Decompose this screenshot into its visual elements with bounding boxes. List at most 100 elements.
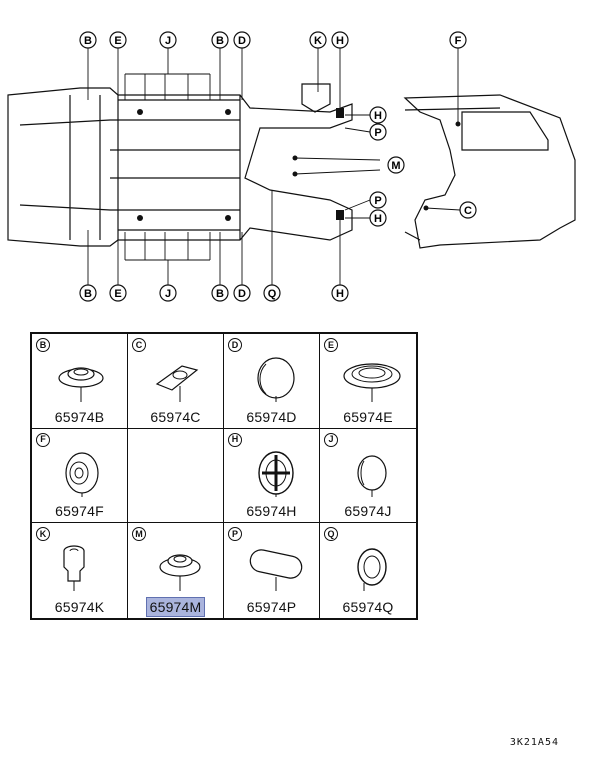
part-letter: M [132, 527, 146, 542]
body-window [461, 111, 549, 151]
part-letter: E [324, 338, 338, 352]
callout-h-right-2: H [369, 209, 387, 227]
callout-h-right: H [369, 106, 387, 124]
svg-text:H: H [336, 35, 344, 47]
part-number-wrapper: 65974P [224, 599, 319, 615]
part-cell-65974p: P 65974P [224, 523, 320, 618]
part-cell-65974j: J 65974J [320, 429, 416, 524]
part-letter: F [36, 432, 50, 447]
part-letter: Q [324, 527, 338, 542]
part-number[interactable]: 65974D [246, 408, 297, 425]
callout-e-bottom: E [109, 284, 127, 302]
part-illustration-clip-push [46, 537, 116, 592]
body-outline [403, 94, 576, 249]
svg-text:C: C [464, 205, 472, 217]
part-letter: B [36, 338, 50, 352]
svg-text:B: B [84, 288, 92, 300]
svg-text:H: H [336, 288, 344, 300]
callout-p-right-2: P [369, 191, 387, 209]
part-number-highlighted[interactable]: 65974M [145, 596, 206, 617]
diagram-code: 3K21A54 [509, 737, 559, 748]
part-cell-65974h: H 65974H [224, 428, 320, 524]
cross-members [19, 95, 241, 240]
callout-b-top-2: B [211, 31, 229, 49]
part-illustration-plug-cross [238, 443, 308, 497]
svg-text:D: D [238, 288, 246, 300]
part-illustration-grommet-angled [142, 348, 212, 402]
part-number[interactable]: 65974C [150, 408, 201, 425]
part-letter: H [228, 432, 242, 447]
part-illustration-grommet-flat [46, 348, 116, 402]
callout-q-bottom: Q [263, 284, 281, 302]
part-cell-65974m: M 65974M [128, 523, 224, 618]
part-cell-65974f: F 65974F [32, 428, 128, 524]
part-number[interactable]: 65974H [246, 503, 297, 520]
part-number[interactable]: 65974E [343, 408, 393, 425]
part-cell-65974k: K 65974K [32, 523, 128, 618]
callout-labels: B E J B D K H F H P M P H C B E J B D Q … [79, 31, 477, 302]
callout-j-bottom: J [159, 284, 177, 302]
part-number[interactable]: 65974J [344, 503, 392, 520]
part-cell-65974e: E 65974E [320, 334, 416, 429]
svg-text:B: B [84, 35, 92, 47]
svg-text:E: E [114, 288, 121, 300]
svg-text:K: K [314, 35, 322, 47]
part-number-wrapper: 65974E [320, 409, 416, 425]
chassis-diagram: B E J B D K H F H P M P H C B E J B D Q … [7, 31, 576, 302]
part-illustration-plug-dome [238, 348, 308, 402]
part-number-wrapper: 65974J [320, 503, 416, 519]
svg-text:F: F [455, 35, 462, 47]
part-cell-empty [128, 428, 224, 524]
part-illustration-grommet-ring [334, 537, 404, 592]
part-number[interactable]: 65974F [55, 503, 104, 520]
part-cell-65974b: B 65974B [32, 334, 128, 429]
part-letter: K [36, 527, 50, 542]
svg-text:B: B [216, 288, 224, 300]
callout-c-right: C [459, 201, 477, 219]
callout-d-bottom: D [233, 284, 251, 302]
callout-h-bottom: H [331, 284, 349, 302]
part-illustration-plug-oblong [238, 537, 308, 592]
part-number-wrapper: 65974C [128, 409, 223, 425]
part-cell-65974q: Q 65974Q [320, 523, 416, 618]
part-illustration-plug-cup [46, 443, 116, 497]
callout-j-top: J [159, 31, 177, 49]
svg-text:B: B [216, 35, 224, 47]
part-letter: P [228, 527, 242, 542]
svg-text:E: E [114, 35, 121, 47]
part-number-wrapper: 65974F [32, 503, 127, 519]
callout-e-top: E [109, 31, 127, 49]
mount-front [301, 83, 331, 113]
callout-f-top: F [449, 31, 467, 49]
callout-d-top: D [233, 31, 251, 49]
body-line [404, 107, 501, 241]
callout-b-bottom: B [79, 284, 97, 302]
part-number-wrapper: 65974D [224, 409, 319, 425]
part-number[interactable]: 65974Q [342, 598, 394, 615]
callout-p-right: P [369, 123, 387, 141]
callout-k-top: K [309, 31, 327, 49]
callout-h-top: H [331, 31, 349, 49]
part-illustration-grommet-flat-small [142, 537, 212, 592]
part-letter: D [228, 338, 242, 352]
part-illustration-grommet-oval-large [334, 348, 404, 402]
callout-b-top: B [79, 31, 97, 49]
part-number-wrapper: 65974Q [320, 599, 416, 615]
part-number-wrapper: 65974H [224, 503, 319, 519]
svg-text:D: D [238, 35, 246, 47]
frame-outline [7, 87, 353, 247]
part-number[interactable]: 65974B [54, 408, 105, 425]
svg-text:H: H [374, 110, 382, 122]
svg-text:H: H [374, 213, 382, 225]
part-illustration-plug-small [334, 443, 404, 497]
svg-text:P: P [374, 195, 381, 207]
part-number[interactable]: 65974K [54, 598, 105, 615]
part-cell-65974d: D 65974D [224, 334, 320, 429]
part-number-wrapper: 65974M [128, 596, 223, 617]
part-letter: J [324, 432, 338, 447]
svg-text:Q: Q [268, 288, 277, 300]
svg-text:J: J [165, 35, 171, 47]
part-number[interactable]: 65974P [246, 598, 297, 615]
